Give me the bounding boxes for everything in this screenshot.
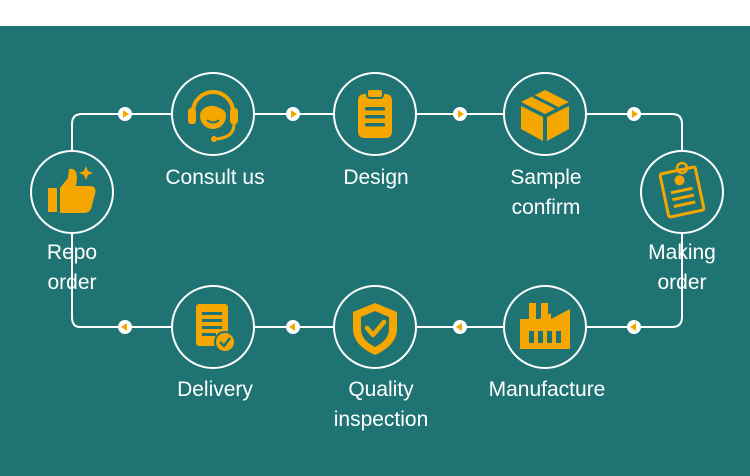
- arrow-marker: [286, 320, 300, 334]
- step-making-order-node: [640, 150, 724, 234]
- step-label-line: order: [47, 271, 97, 294]
- step-label-line: order: [657, 271, 707, 294]
- document-check-icon: [196, 304, 236, 353]
- step-label-line: confirm: [511, 196, 581, 219]
- factory-icon: [520, 303, 570, 349]
- arrow-marker: [118, 320, 132, 334]
- top-white-strip: [0, 0, 750, 26]
- step-label-line: inspection: [333, 408, 429, 431]
- package-box-icon: [521, 90, 569, 141]
- step-label-manufacture: Manufacture: [488, 378, 606, 401]
- step-label-line: Quality: [348, 378, 414, 401]
- arrow-marker: [453, 107, 467, 121]
- step-repo-order-node: [30, 150, 114, 234]
- step-label-line: Sample: [510, 166, 582, 189]
- step-consult-us-node: [171, 72, 255, 156]
- headset-support-icon: [188, 90, 238, 142]
- thumbs-up-icon: [48, 166, 96, 213]
- shield-check-icon: [353, 303, 397, 355]
- step-delivery-node: [171, 285, 255, 369]
- arrow-marker: [627, 107, 641, 121]
- step-quality-inspection-node: [333, 285, 417, 369]
- flow-arrow-markers: [118, 107, 641, 334]
- step-label-sample-confirm: Sample confirm: [510, 163, 581, 223]
- step-label-making-order: Making order: [648, 238, 716, 298]
- step-label-quality-inspection: Quality inspection: [334, 375, 429, 435]
- step-label-repo-order: Repo order: [47, 238, 97, 298]
- step-design-node: [333, 72, 417, 156]
- step-label-line: Repo: [46, 241, 98, 264]
- step-label-delivery: Delivery: [177, 378, 253, 401]
- clipboard-list-icon: [358, 88, 392, 138]
- step-label-consult-us: Consult us: [165, 166, 265, 189]
- arrow-marker: [118, 107, 132, 121]
- arrow-marker: [286, 107, 300, 121]
- step-manufacture-node: [503, 285, 587, 369]
- step-label-line: Making: [648, 241, 716, 264]
- step-label-design: Design: [343, 166, 409, 189]
- step-sample-confirm-node: [503, 72, 587, 156]
- arrow-marker: [627, 320, 641, 334]
- arrow-marker: [453, 320, 467, 334]
